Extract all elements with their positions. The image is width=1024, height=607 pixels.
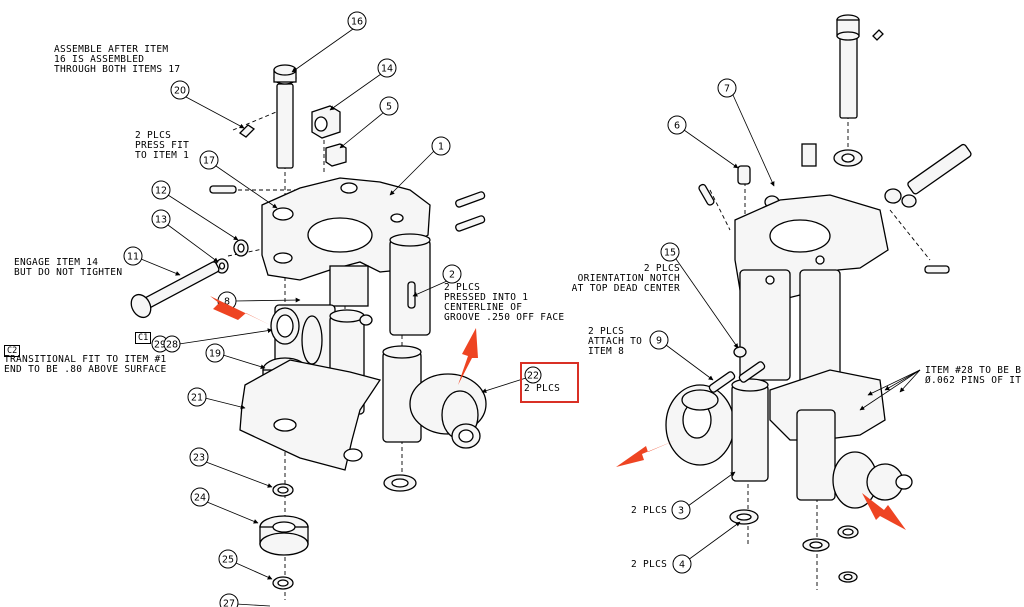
- balloon-24-label: 24: [194, 493, 206, 504]
- red-arrow-right-pulley: [616, 440, 676, 467]
- right-exploded-view: [665, 14, 972, 590]
- balloon-12: 12: [151, 180, 239, 241]
- item28-note: ITEM #28 TO BE B Ø.062 PINS OF IT: [925, 365, 1022, 386]
- balloon-20: 20: [170, 80, 245, 129]
- balloon-28: 28: [163, 328, 273, 353]
- transitional-note: TRANSITIONAL FIT TO ITEM #1 END TO BE .8…: [4, 354, 167, 375]
- balloon-6: 6: [667, 115, 739, 169]
- balloon-23: 23: [189, 447, 273, 488]
- balloon-19-label: 19: [209, 349, 221, 360]
- balloon-22-label: 22: [527, 371, 539, 382]
- balloon-12-label: 12: [155, 186, 167, 197]
- screw-11: [142, 261, 220, 309]
- balloon-21: 21: [187, 387, 246, 410]
- balloon-3-label: 3: [678, 506, 684, 517]
- plcs-22-note: 2 PLCS: [524, 383, 561, 394]
- balloon-25-label: 25: [222, 555, 234, 566]
- callout-arrows: [210, 296, 906, 530]
- balloon-4: 4: [672, 521, 741, 574]
- red-arrow-right-lower: [862, 493, 906, 530]
- balloon-17-label: 17: [203, 156, 215, 167]
- engage-note: ENGAGE ITEM 14 BUT DO NOT TIGHTEN: [14, 257, 123, 278]
- balloon-3: 3: [671, 471, 736, 520]
- orientation-note: 2 PLCS ORIENTATION NOTCH AT TOP DEAD CEN…: [571, 263, 680, 294]
- balloon-9: 9: [649, 330, 714, 381]
- balloon-25: 25: [218, 549, 273, 580]
- balloon-layer: 16 14 20 5 1 17 12 13 11 2 8 29 28 19 21…: [123, 11, 921, 607]
- balloon-1: 1: [389, 136, 451, 196]
- press-fit-note: 2 PLCS PRESS FIT TO ITEM 1: [135, 130, 190, 161]
- balloon-13: 13: [151, 209, 219, 263]
- block-5: [325, 143, 347, 167]
- balloon-16-label: 16: [351, 17, 363, 28]
- plcs-3-note: 2 PLCS: [631, 505, 668, 516]
- balloon-28-label: 28: [166, 340, 178, 351]
- balloon-16: 16: [291, 11, 367, 73]
- balloon-24: 24: [190, 487, 259, 524]
- balloon-1-label: 1: [438, 142, 444, 153]
- pressed-note: 2 PLCS PRESSED INTO 1 CENTERLINE OF GROO…: [444, 282, 565, 323]
- balloon-2-label: 2: [449, 270, 455, 281]
- balloon-6-label: 6: [674, 121, 680, 132]
- assemble-note: ASSEMBLE AFTER ITEM 16 IS ASSEMBLED THRO…: [54, 44, 181, 75]
- balloon-21-label: 21: [191, 393, 203, 404]
- balloon-14: 14: [329, 58, 397, 111]
- base-21: [239, 359, 382, 471]
- balloon-5: 5: [339, 96, 399, 149]
- balloon-14-label: 14: [381, 64, 393, 75]
- balloon-7-label: 7: [724, 84, 730, 95]
- bolt-16: [276, 83, 294, 169]
- attach-note: 2 PLCS ATTACH TO ITEM 8: [588, 326, 643, 357]
- left-exploded-view: [130, 64, 487, 600]
- balloon-15: 15: [660, 242, 739, 349]
- balloon-17: 17: [199, 150, 278, 209]
- balloon-2: 2: [412, 264, 462, 297]
- balloon-27: 27: [219, 593, 271, 607]
- red-arrow-left: [210, 296, 270, 325]
- balloon-7: 7: [717, 78, 775, 187]
- balloon-9-label: 9: [656, 336, 662, 347]
- transitional-tag: C2: [4, 345, 21, 357]
- highlight-box-22: [520, 362, 579, 403]
- balloon-8-label: 8: [224, 297, 230, 308]
- balloon-4-label: 4: [679, 560, 685, 571]
- balloon-11: 11: [123, 246, 181, 276]
- plcs-4-note: 2 PLCS: [631, 559, 668, 570]
- balloon-15-label: 15: [664, 248, 676, 259]
- balloon-29-label: 29: [154, 340, 166, 351]
- balloon-22: 22: [481, 366, 542, 393]
- balloon-11-label: 11: [127, 252, 139, 263]
- balloon-27-label: 27: [223, 599, 235, 607]
- red-arrow-pulley-22: [458, 328, 478, 385]
- balloon-5-label: 5: [386, 102, 392, 113]
- balloon-19: 19: [205, 343, 266, 370]
- c1-tag: C1: [135, 332, 152, 344]
- balloon-13-label: 13: [155, 215, 167, 226]
- balloon-23-label: 23: [193, 453, 205, 464]
- balloon-20-label: 20: [174, 86, 186, 97]
